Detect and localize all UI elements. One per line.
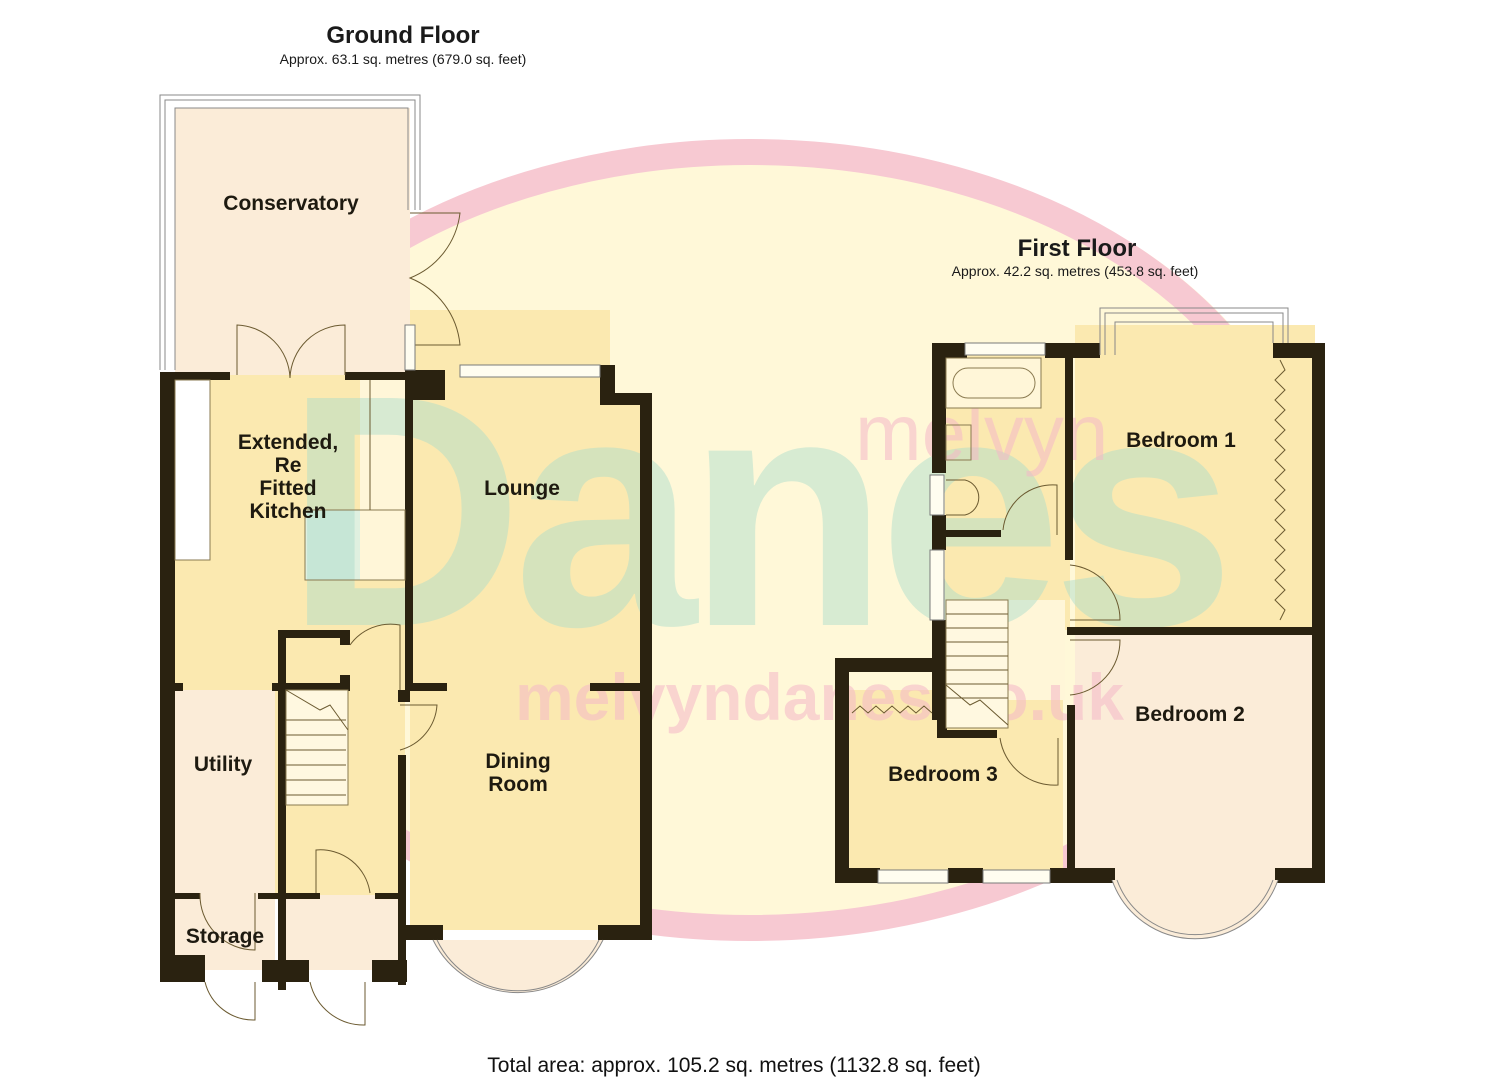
first-floor-area: Approx. 42.2 sq. metres (453.8 sq. feet) (952, 263, 1199, 279)
ground-floor-walls (160, 365, 652, 990)
ground-floor-area: Approx. 63.1 sq. metres (679.0 sq. feet) (280, 51, 527, 67)
ground-floor-stairs (285, 689, 349, 806)
room-label-utility: Utility (194, 753, 253, 776)
room-label-bedroom3: Bedroom 3 (888, 763, 998, 786)
room-label-storage: Storage (186, 925, 264, 948)
room-label-conservatory: Conservatory (223, 192, 359, 215)
room-label-kitchen-line2: Re (275, 454, 302, 477)
first-floor-title: First Floor (1018, 235, 1137, 262)
total-area: Total area: approx. 105.2 sq. metres (11… (487, 1054, 980, 1077)
room-label-dining-line1: Dining (485, 750, 550, 773)
room-label-bedroom1: Bedroom 1 (1126, 429, 1236, 452)
ground-floor-title: Ground Floor (326, 22, 479, 49)
room-label-kitchen-line3: Fitted (259, 477, 316, 500)
room-label-lounge: Lounge (484, 477, 560, 500)
ground-floor-doors (174, 212, 604, 1026)
conservatory-frame (159, 94, 421, 370)
room-label-kitchen-line1: Extended, (238, 431, 338, 454)
room-label-kitchen-line4: Kitchen (249, 500, 326, 523)
first-floor-fixtures (851, 307, 1289, 940)
room-label-bedroom2: Bedroom 2 (1135, 703, 1245, 726)
ground-floor-fills (175, 108, 642, 970)
first-floor-walls (835, 343, 1325, 883)
watermark-url: melvyndanes.co.uk (515, 660, 1124, 734)
room-label-dining-line2: Room (488, 773, 548, 796)
first-floor-stairs (945, 599, 1009, 729)
